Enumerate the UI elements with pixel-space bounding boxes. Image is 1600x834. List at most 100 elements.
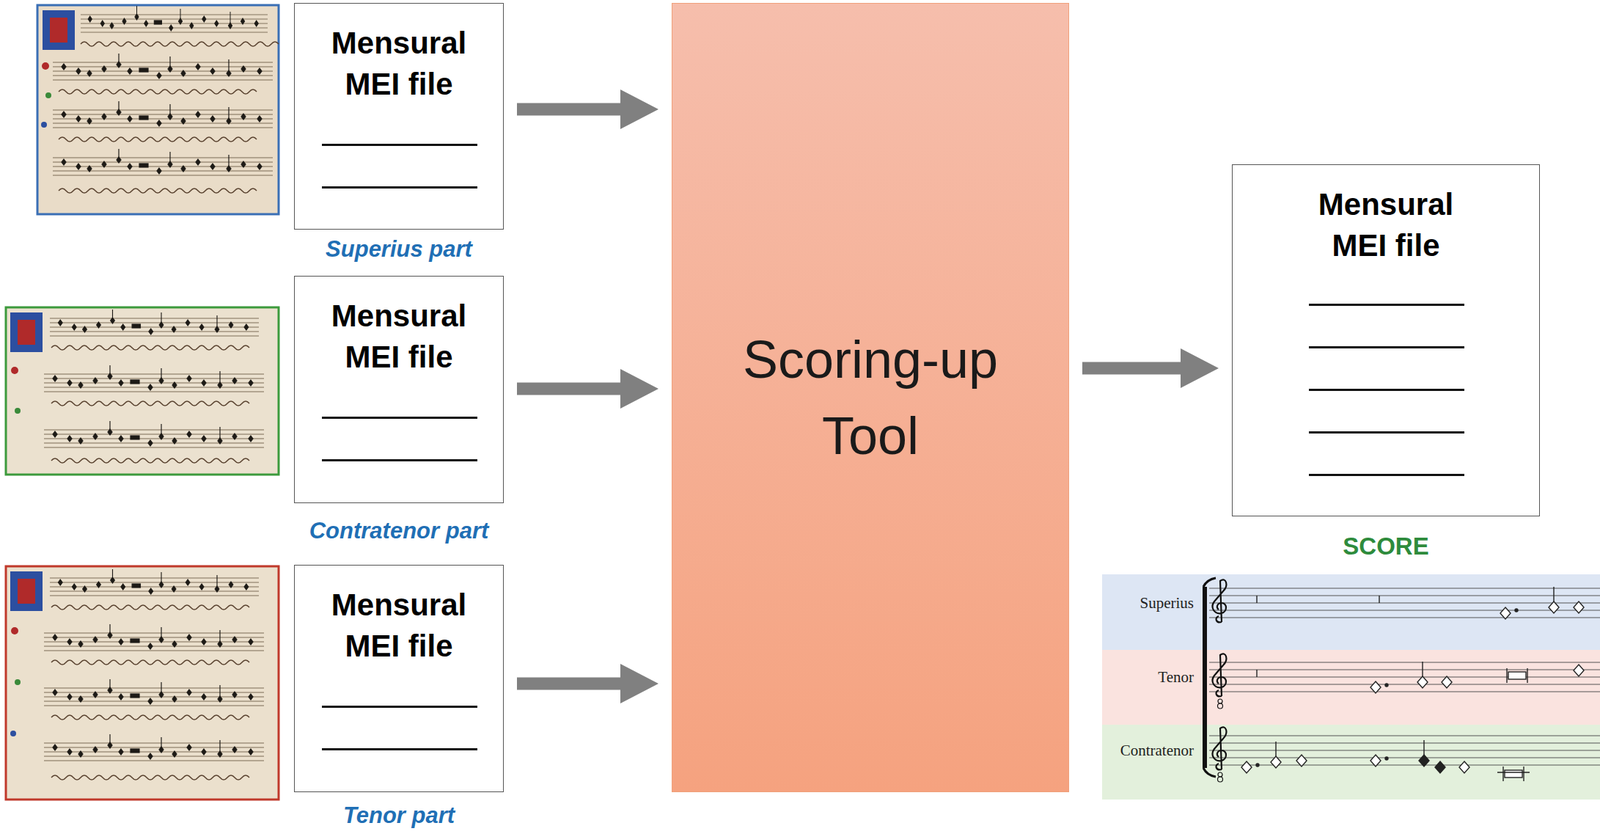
- score-excerpt-part: [1102, 649, 1600, 725]
- score-excerpt-part-part: [1423, 739, 1425, 755]
- manuscript-superius-part: [37, 5, 279, 215]
- score-excerpt-part-part: [1514, 608, 1518, 612]
- score-excerpt-part-part: [1418, 754, 1430, 767]
- manuscript-contratenor-part: [51, 345, 250, 350]
- manuscript-tenor-part: [51, 659, 250, 665]
- part-label: Tenor part: [343, 802, 455, 829]
- score-excerpt-part-part: [1421, 661, 1423, 677]
- manuscript-tenor-part: [52, 679, 253, 704]
- score-excerpt-part-part: [1459, 761, 1470, 773]
- manuscript-contratenor-part-part: [57, 309, 248, 335]
- part-label: Superius part: [325, 236, 473, 263]
- score-excerpt-part-part: [1508, 671, 1526, 680]
- manuscript-tenor-part: [5, 566, 279, 800]
- manuscript-contratenor-part: [52, 365, 253, 391]
- score-excerpt-part: [1102, 724, 1600, 800]
- manuscript-superius-part: [42, 10, 75, 50]
- score-excerpt-part-part: [1256, 669, 1257, 677]
- manuscript-tenor-part: [17, 578, 36, 604]
- score-excerpt-part-part: [1370, 754, 1381, 767]
- manuscript-superius-part: [80, 41, 279, 47]
- voice-name: Tenor: [1157, 668, 1194, 687]
- manuscript-contratenor-part: [51, 458, 250, 463]
- score-excerpt-part-part: [1296, 754, 1307, 767]
- manuscript-superius-part: [58, 137, 257, 142]
- score-excerpt-part-part: [1275, 741, 1276, 757]
- score-excerpt-part: [1212, 579, 1227, 622]
- manuscript-superius-part: [52, 109, 273, 128]
- score-excerpt-part-part: [1502, 766, 1504, 781]
- manuscript-tenor: [5, 566, 279, 800]
- blank-line: [321, 143, 478, 146]
- score-excerpt-part-part: [1417, 676, 1428, 688]
- blank-line: [321, 459, 478, 462]
- blank-line: [1308, 431, 1465, 434]
- manuscript-superius-part: [58, 89, 257, 94]
- manuscript-contratenor-part: [43, 429, 264, 448]
- tool-box: Scoring-up Tool: [671, 2, 1070, 792]
- manuscript-superius-part-part: [80, 14, 268, 33]
- blank-line: [1308, 388, 1465, 391]
- manuscript-superius-part-part: [87, 5, 259, 31]
- score-excerpt-part: [1209, 588, 1600, 618]
- score-excerpt-part: [1217, 698, 1224, 709]
- manuscript-contratenor-part: [10, 366, 19, 374]
- score-excerpt-part-part: [1504, 769, 1523, 778]
- score-excerpt-part: [1209, 662, 1600, 692]
- flow-arrow: [516, 89, 659, 130]
- manuscript-superius-part: [80, 5, 268, 33]
- score-excerpt-part-part: [1270, 756, 1282, 768]
- score-excerpt-part: [1241, 586, 1584, 781]
- file-box: Mensural MEI file: [1231, 164, 1540, 517]
- manuscript-tenor-part: [10, 571, 43, 611]
- manuscript-tenor-part: [43, 632, 264, 651]
- manuscript-contratenor-part: [43, 373, 264, 392]
- flow-arrow: [1082, 348, 1219, 388]
- manuscript-contratenor: [5, 307, 279, 475]
- score-excerpt-part-part: [1256, 595, 1257, 603]
- file-title: Mensural MEI file: [312, 22, 486, 105]
- manuscript-tenor-part: [43, 687, 264, 706]
- blank-line: [1308, 473, 1465, 476]
- score-excerpt-part-part: [1385, 683, 1389, 687]
- manuscript-superius-part: [49, 17, 68, 43]
- score-excerpt-part: [1217, 772, 1224, 782]
- score-excerpt-part: [1102, 574, 1600, 650]
- manuscript-tenor-part: [51, 775, 250, 780]
- manuscript-tenor-part: [52, 624, 253, 649]
- score-excerpt: [1102, 574, 1600, 800]
- score-excerpt-part-part: [1435, 761, 1446, 773]
- file-box: Mensural MEI file: [294, 564, 504, 792]
- score-excerpt-part-part: [1441, 676, 1452, 688]
- manuscript-tenor-part: [10, 730, 17, 737]
- score-excerpt-part: [1209, 735, 1600, 765]
- blank-line: [321, 705, 478, 708]
- manuscript-tenor-part-part: [57, 569, 248, 594]
- score-excerpt-part-part: [1526, 668, 1528, 683]
- blank-line: [1308, 346, 1465, 349]
- manuscript-superius-part: [61, 148, 262, 174]
- score-excerpt-part-part: [1553, 586, 1554, 602]
- score-excerpt-part: [1256, 608, 1518, 773]
- file-title: Mensural MEI file: [1299, 184, 1473, 267]
- file-box: Mensural MEI file: [294, 275, 504, 504]
- flow-arrow: [516, 663, 659, 704]
- manuscript-tenor-part: [49, 569, 259, 596]
- score-excerpt-part: [1202, 586, 1207, 768]
- manuscript-tenor-part: [10, 626, 19, 635]
- tool-title: Scoring-up Tool: [716, 321, 1025, 474]
- manuscript-superius-part: [41, 121, 47, 128]
- manuscript-tenor-part: [51, 604, 250, 610]
- manuscript-tenor-part: [51, 714, 250, 720]
- manuscript-contratenor-part: [14, 407, 21, 414]
- score-excerpt-part-part: [1497, 771, 1530, 773]
- manuscript-contratenor-part: [49, 309, 259, 336]
- flow-arrow: [516, 368, 659, 409]
- score-excerpt-part: [1212, 726, 1227, 770]
- manuscript-superius-part: [41, 62, 50, 70]
- voice-name: Contratenor: [1120, 741, 1194, 760]
- manuscript-contratenor-part: [51, 401, 250, 406]
- manuscript-contratenor-part: [10, 312, 43, 352]
- file-title: Mensural MEI file: [312, 295, 486, 378]
- manuscript-tenor-part-part: [49, 577, 259, 596]
